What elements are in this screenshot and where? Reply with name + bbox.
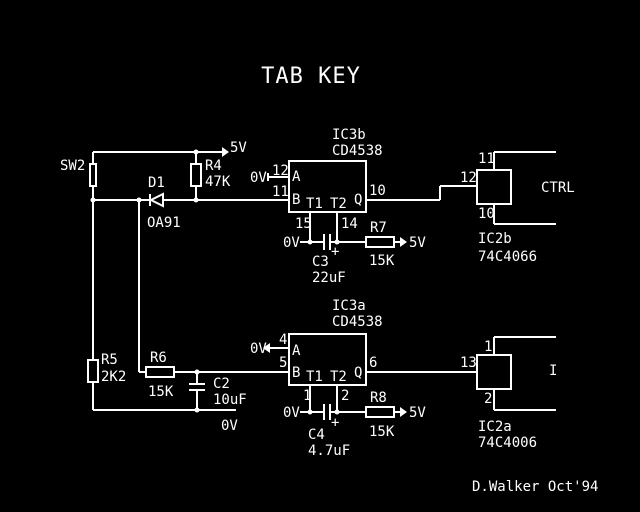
r8-ref: R8 xyxy=(370,390,387,406)
sw2-label: SW2 xyxy=(60,158,85,174)
resistor-r5: R5 2K2 xyxy=(87,197,126,410)
ic3b-pin-t2-label: T2 xyxy=(330,196,347,212)
c2-value: 10uF xyxy=(213,392,247,408)
top-supply-rail: 5V xyxy=(92,140,247,164)
switch-sw2: SW2 xyxy=(60,158,97,200)
ic3a-pin-t2-label: T2 xyxy=(330,369,347,385)
supply-5v-top: 5V xyxy=(230,140,247,156)
r7-ref: R7 xyxy=(370,220,387,236)
diode-d1: D1 OA91 xyxy=(147,175,181,231)
d1-ref: D1 xyxy=(148,175,165,191)
bottom-gnd-label: 0V xyxy=(221,418,238,434)
ic3a-pin-6: 6 xyxy=(369,355,377,371)
ic3b-a-gnd: 0V xyxy=(250,170,267,186)
ic3b-pin-12: 12 xyxy=(272,163,289,179)
resistor-r4: R4 47K xyxy=(190,149,231,200)
ic3b-pin-15: 15 xyxy=(295,216,312,232)
ic3b-pin-q-label: Q xyxy=(354,192,362,208)
c4-ref: C4 xyxy=(308,427,325,443)
r6-value: 15K xyxy=(148,384,174,400)
c4-plus: + xyxy=(331,415,339,431)
ctrl-link: 12 xyxy=(439,170,477,200)
r7-supply: 5V xyxy=(409,235,426,251)
capacitor-c2: C2 10uF xyxy=(189,372,247,410)
ic2b-part: 74C4066 xyxy=(478,249,537,265)
ic2b-pin-11: 11 xyxy=(478,151,495,167)
c2-ref: C2 xyxy=(213,376,230,392)
ic3b-pin-b-label: B xyxy=(292,192,300,208)
resistor-r6: R6 15K 5 xyxy=(138,200,289,400)
r8-supply: 5V xyxy=(409,405,426,421)
c3-value: 22uF xyxy=(312,270,346,286)
resistor-r7: 5V R7 15K xyxy=(365,220,426,269)
output-ctrl: CTRL xyxy=(541,180,575,196)
capacitor-c4: 0V + C4 4.7uF xyxy=(283,404,366,459)
ic3a-pin-4: 4 xyxy=(279,332,287,348)
r5-value: 2K2 xyxy=(101,369,126,385)
ic2a-pin-2: 2 xyxy=(484,391,492,407)
d1-value: OA91 xyxy=(147,215,181,231)
c4-value: 4.7uF xyxy=(308,443,350,459)
ic3b-pin-14: 14 xyxy=(341,216,358,232)
ic3a-pin-5: 5 xyxy=(279,355,287,371)
ic2b-pin-10: 10 xyxy=(478,206,495,222)
diagram-title: TAB KEY xyxy=(261,64,361,89)
ic3a-pin-q-label: Q xyxy=(354,365,362,381)
ic3b-pin-a-label: A xyxy=(292,169,301,185)
ic3b-pin-10: 10 xyxy=(369,183,386,199)
ic2b: 11 10 IC2b 74C4066 CTRL xyxy=(476,151,575,265)
ic3b-part: CD4538 xyxy=(332,143,383,159)
c3-ref: C3 xyxy=(312,254,329,270)
c3-plus: + xyxy=(331,244,339,260)
ic2a-ref: IC2a xyxy=(478,419,512,435)
r4-value: 47K xyxy=(205,174,231,190)
ic3a-pin-b-label: B xyxy=(292,365,300,381)
bottom-ground-rail: 0V xyxy=(93,407,238,434)
ic3b-ref: IC3b xyxy=(332,127,366,143)
ic3a-pin-1: 1 xyxy=(303,388,311,404)
r4-ref: R4 xyxy=(205,158,222,174)
c4-gnd: 0V xyxy=(283,405,300,421)
ic3b-pin-11: 11 xyxy=(272,184,289,200)
ic2a-pin-1: 1 xyxy=(484,339,492,355)
ic3a-ref: IC3a xyxy=(332,298,366,314)
r8-value: 15K xyxy=(369,424,395,440)
ic2a-part: 74C4006 xyxy=(478,435,537,451)
output-i: I xyxy=(549,363,557,379)
resistor-r8: 5V R8 15K xyxy=(365,390,426,440)
ic3a: IC3a CD4538 A B Q T1 T2 0V 4 1 2 6 xyxy=(250,298,477,412)
ic2a: 13 1 2 IC2a 74C4006 I xyxy=(460,336,557,451)
capacitor-c3: 0V + C3 22uF xyxy=(283,234,366,286)
ic3a-part: CD4538 xyxy=(332,314,383,330)
ic2a-pin-13: 13 xyxy=(460,355,477,371)
ic3b: IC3b CD4538 A B Q T1 T2 0V 12 11 15 14 1… xyxy=(250,127,440,242)
trigger-line xyxy=(93,197,289,203)
ic2b-ref: IC2b xyxy=(478,231,512,247)
author-credit: D.Walker Oct'94 xyxy=(472,479,598,495)
c3-gnd: 0V xyxy=(283,235,300,251)
ic3a-pin-a-label: A xyxy=(292,343,301,359)
r5-ref: R5 xyxy=(101,352,118,368)
ic3a-pin-2: 2 xyxy=(341,388,349,404)
ic3b-pin-t1-label: T1 xyxy=(306,196,323,212)
ic3a-a-gnd: 0V xyxy=(250,341,267,357)
r6-ref: R6 xyxy=(150,350,167,366)
r7-value: 15K xyxy=(369,253,395,269)
ic3a-pin-t1-label: T1 xyxy=(306,369,323,385)
ic2b-pin-12: 12 xyxy=(460,170,477,186)
